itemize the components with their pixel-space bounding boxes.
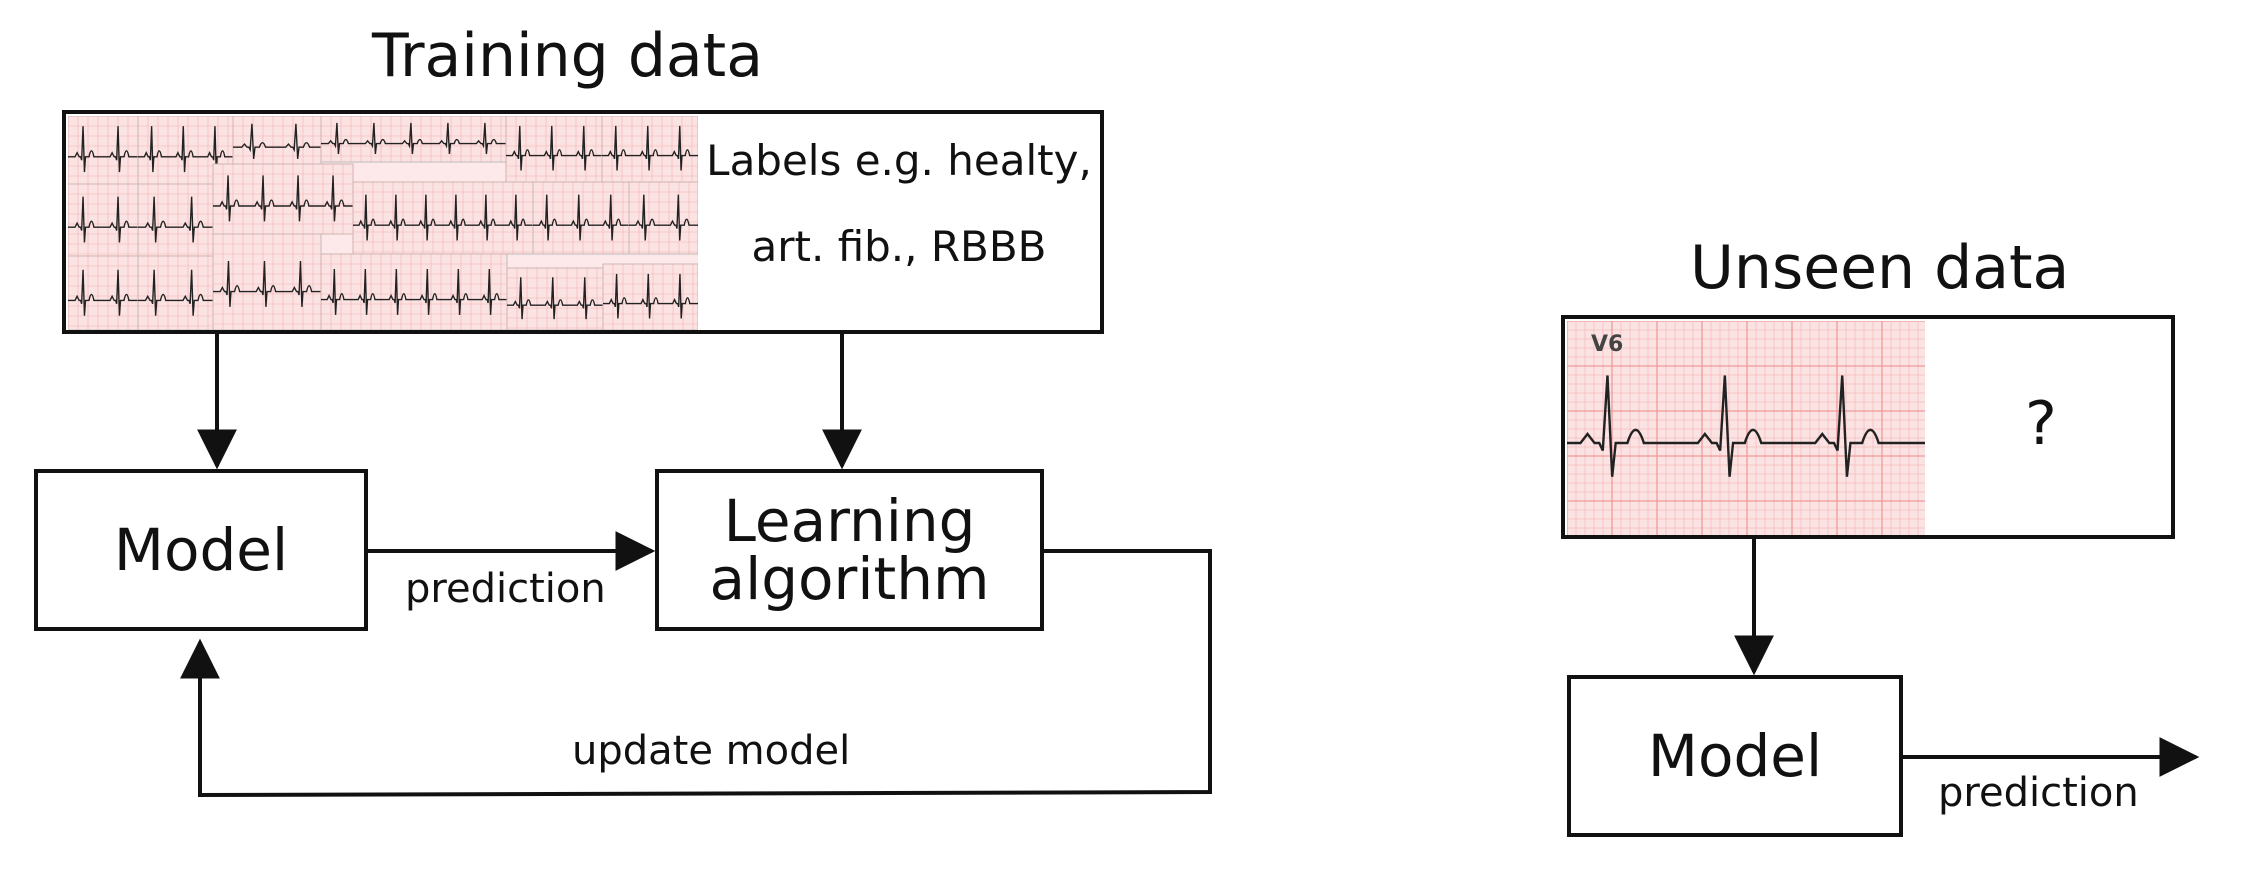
ecg-v6-image: V6 bbox=[1567, 321, 1925, 535]
labels-line-1: Labels e.g. healty, bbox=[706, 136, 1092, 185]
inference-prediction-label: prediction bbox=[1938, 770, 2139, 816]
unseen-data-title: Unseen data bbox=[1690, 233, 2070, 303]
feedback-loop bbox=[180, 549, 1212, 798]
training-data-title: Training data bbox=[372, 21, 763, 91]
prediction-edge-label: prediction bbox=[405, 566, 606, 612]
labels-text: Labels e.g. healty, art. fib., RBBB bbox=[704, 118, 1094, 290]
learning-label-line-1: Learning bbox=[723, 487, 976, 555]
training-data-box: Labels e.g. healty, art. fib., RBBB bbox=[62, 110, 1104, 334]
unseen-data-box: V6 ? bbox=[1561, 315, 2175, 539]
learning-algorithm-box: Learning algorithm bbox=[655, 469, 1044, 631]
model-label: Model bbox=[1647, 722, 1823, 790]
ecg-mosaic-image bbox=[68, 116, 698, 330]
learning-label-line-2: algorithm bbox=[709, 545, 990, 613]
model-label: Model bbox=[113, 516, 289, 584]
ecg-lead-label: V6 bbox=[1591, 332, 1623, 357]
model-box-training: Model bbox=[34, 469, 368, 631]
model-box-inference: Model bbox=[1567, 675, 1903, 837]
labels-line-2: art. fib., RBBB bbox=[751, 222, 1047, 271]
update-model-edge-label: update model bbox=[572, 728, 851, 774]
unknown-label-question: ? bbox=[2025, 389, 2057, 459]
